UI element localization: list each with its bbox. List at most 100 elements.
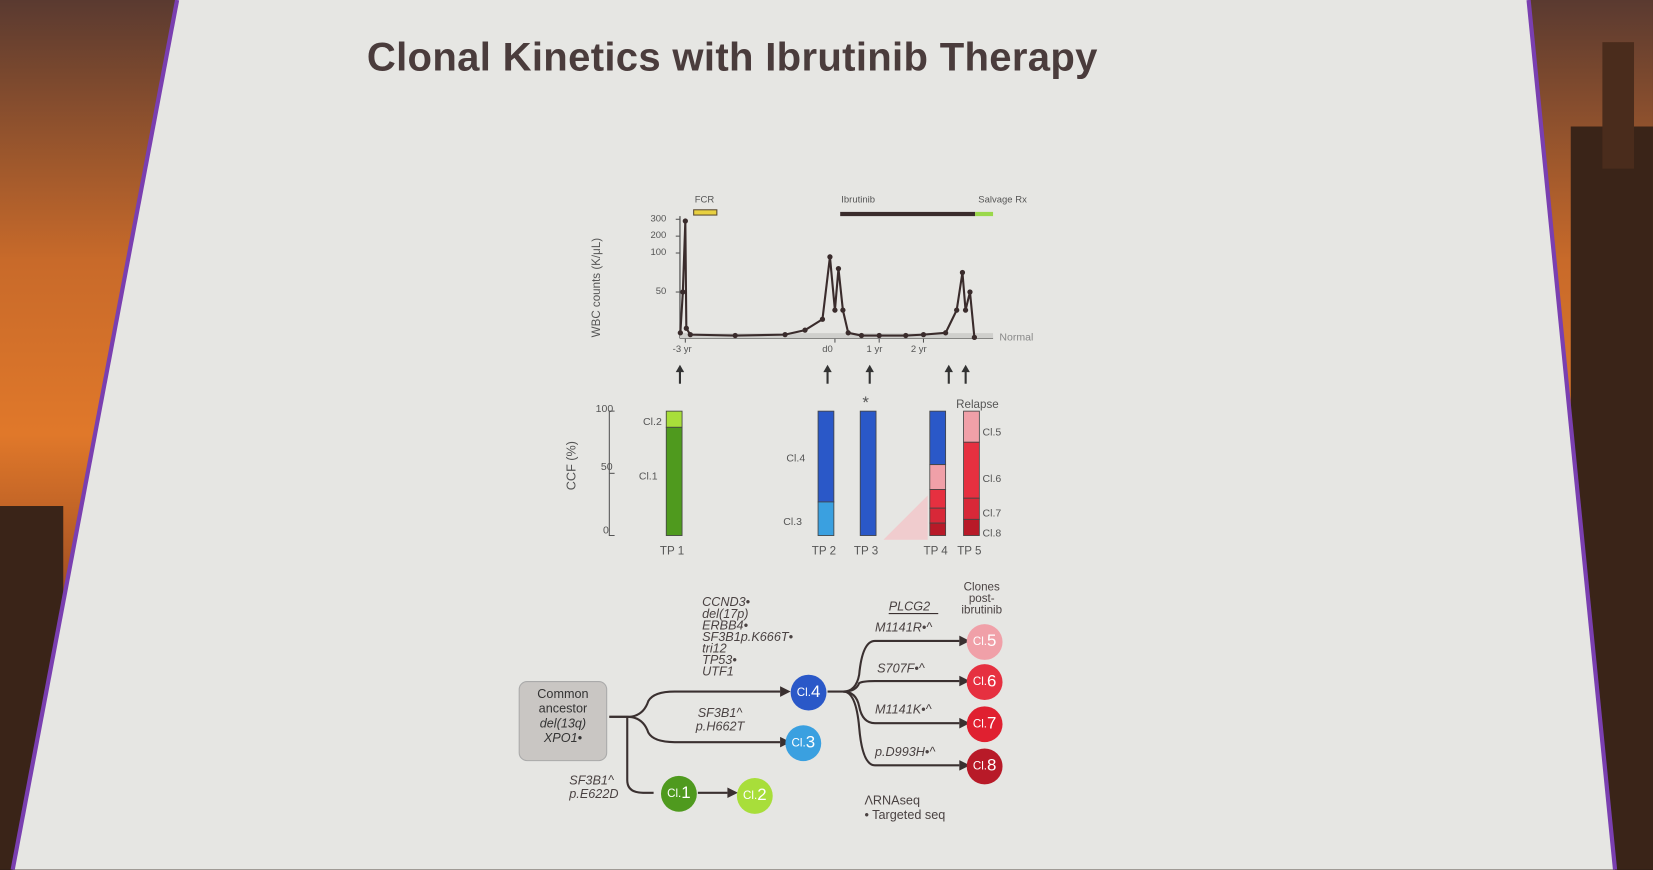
clone-node-prefix: Cl. xyxy=(796,686,811,699)
clone-node-number: 3 xyxy=(805,733,816,752)
ccf-bar-segment xyxy=(929,522,947,536)
wbc-point xyxy=(832,307,838,313)
clone-node-8: Cl.8 xyxy=(966,748,1003,785)
relapse-label: Relapse xyxy=(956,398,999,412)
legend: ΛRNAseq • Targeted seq xyxy=(864,793,945,823)
clone-node-prefix: Cl. xyxy=(972,675,988,689)
wbc-point xyxy=(903,332,909,339)
wbc-ytick: 300 xyxy=(650,212,667,224)
timepoint-label: TP 5 xyxy=(957,545,982,558)
wbc-point xyxy=(782,331,788,338)
ccf-bar-segment xyxy=(665,410,683,428)
ccf-ytick: 50 xyxy=(600,461,613,474)
wbc-point xyxy=(683,325,689,331)
mutation: TP53• xyxy=(702,652,737,668)
mutation: p.E622D xyxy=(569,786,619,802)
ccf-bar-segment xyxy=(929,410,947,466)
therapy-label: Salvage Rx xyxy=(978,193,1027,205)
wbc-point xyxy=(819,316,826,322)
mutation: tri12 xyxy=(702,640,727,656)
ancestor-line: XPO1• xyxy=(543,730,583,746)
asterisk: * xyxy=(862,394,869,413)
clonal-tree-lines xyxy=(609,613,960,794)
clone-label: Cl.6 xyxy=(982,473,1002,485)
therapy-label: Ibrutinib xyxy=(841,193,876,205)
plcg2-mutation: M1141K•^ xyxy=(874,702,932,717)
cl1-mutations: SF3B1^ p.E622D xyxy=(569,772,619,802)
clone-node-7: Cl.7 xyxy=(966,706,1003,743)
ccf-ytick: 100 xyxy=(595,403,614,416)
header-line: ibrutinib xyxy=(961,604,1003,617)
mutation: del(17p) xyxy=(702,606,749,621)
clone-node-1: Cl.1 xyxy=(660,775,697,812)
clone-label: Cl.7 xyxy=(982,508,1002,520)
ccf-y-axis-label: CCF (%) xyxy=(563,441,579,491)
clone-node-prefix: Cl. xyxy=(743,789,758,803)
ccf-bar-segment xyxy=(963,441,980,499)
ccf-bar-segment xyxy=(859,410,877,536)
wbc-chart xyxy=(675,209,994,384)
clone-node-prefix: Cl. xyxy=(972,717,988,731)
wbc-xtick: -3 yr xyxy=(672,343,692,355)
ancestor-line: ancestor xyxy=(538,701,588,716)
plcg2-mutation: p.D993H•^ xyxy=(874,744,936,760)
wbc-point xyxy=(876,332,882,339)
clone-label: Cl.5 xyxy=(982,426,1002,439)
mutation: SF3B1^ xyxy=(697,705,743,721)
ccf-bar-segment xyxy=(963,497,980,520)
clone-node-prefix: Cl. xyxy=(667,787,682,801)
cl4-mutations: CCND3• del(17p) ERBB4• SF3B1p.K666T• tri… xyxy=(702,596,794,678)
wbc-point xyxy=(835,265,842,272)
clone-node-number: 5 xyxy=(987,632,997,651)
header-line: Clones xyxy=(963,580,1000,594)
wbc-point xyxy=(802,327,808,333)
wbc-point xyxy=(845,330,851,336)
therapy-bar-salvage xyxy=(975,211,994,217)
clone-node-number: 4 xyxy=(810,683,821,702)
clone-node-number: 2 xyxy=(757,786,767,805)
ccf-bar-segment xyxy=(929,489,947,509)
wbc-point xyxy=(682,218,688,224)
ccf-ytick: 0 xyxy=(603,524,609,537)
wbc-point xyxy=(680,289,686,295)
clone-node-prefix: Cl. xyxy=(791,736,806,750)
ccf-bar-segment xyxy=(963,410,980,443)
ancestor-line: Common xyxy=(537,686,589,702)
cl3-mutations: SF3B1^ p.H662T xyxy=(696,706,745,733)
relapse-shading xyxy=(883,495,928,540)
wbc-point xyxy=(732,332,738,339)
clone-label: Cl.8 xyxy=(982,528,1002,540)
common-ancestor-box: Common ancestor del(13q) XPO1• xyxy=(518,681,608,762)
clone-node-3: Cl.3 xyxy=(785,725,822,762)
clone-label: Cl.4 xyxy=(786,453,806,465)
header-line: post- xyxy=(968,592,995,606)
clone-node-5: Cl.5 xyxy=(966,624,1003,660)
clones-post-ibrutinib-header: Clones post- ibrutinib xyxy=(961,580,1003,617)
wbc-ytick: 50 xyxy=(655,285,667,297)
wbc-ytick: 100 xyxy=(650,246,667,258)
mutation: SF3B1^ xyxy=(569,772,614,788)
plcg2-mutation: S707F•^ xyxy=(877,660,925,676)
therapy-label: FCR xyxy=(694,193,715,205)
therapy-bar-ibrutinib xyxy=(840,211,976,217)
normal-label: Normal xyxy=(999,332,1034,344)
timepoint-label: TP 1 xyxy=(659,545,685,558)
wbc-point xyxy=(858,332,865,339)
plcg2-mutation: M1141R•^ xyxy=(874,619,933,635)
mutation: SF3B1p.K666T• xyxy=(702,629,794,645)
slide-title: Clonal Kinetics with Ibrutinib Therapy xyxy=(366,35,1098,81)
clone-label: Cl.1 xyxy=(638,471,658,483)
legend-rnaseq: ΛRNAseq xyxy=(864,792,921,808)
clone-node-number: 1 xyxy=(681,784,691,803)
clone-node-number: 6 xyxy=(987,672,997,691)
clone-node-2: Cl.2 xyxy=(736,777,773,814)
timepoint-label: TP 2 xyxy=(811,545,837,558)
wbc-point xyxy=(962,307,969,313)
wbc-xtick: 2 yr xyxy=(910,343,927,355)
clone-node-prefix: Cl. xyxy=(972,760,988,773)
ccf-bar-segment xyxy=(963,518,980,536)
wbc-xtick: 1 yr xyxy=(866,343,883,355)
slide-screen xyxy=(12,0,1616,870)
